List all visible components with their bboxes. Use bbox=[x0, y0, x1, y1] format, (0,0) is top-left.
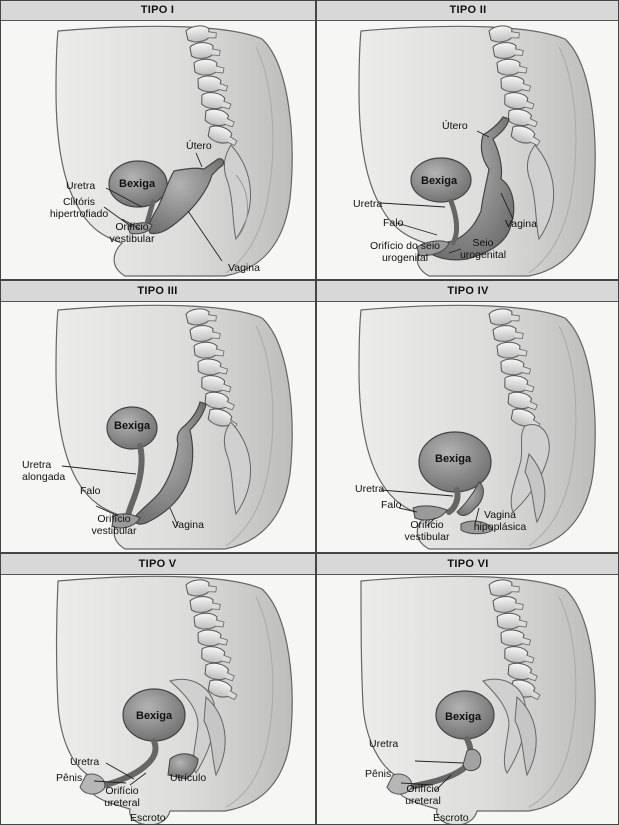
label-escroto: Escroto bbox=[433, 812, 469, 824]
panel-title: TIPO II bbox=[317, 0, 619, 21]
anatomy-illustration bbox=[0, 575, 315, 825]
label-uretra: Uretra bbox=[369, 738, 398, 750]
label-penis: Pênis bbox=[365, 768, 391, 780]
label-orificio: Orifício ureteral bbox=[94, 785, 150, 809]
label-vagina: Vagina bbox=[228, 262, 260, 274]
label-falo: Falo bbox=[383, 217, 403, 229]
panel-title: TIPO III bbox=[0, 281, 315, 302]
label-utriculo: Utrículo bbox=[170, 772, 206, 784]
label-vagina: Vagina bbox=[172, 519, 204, 531]
panel-tipo-v: TIPO V Bexiga Uretra Pênis Utrículo O bbox=[0, 554, 315, 825]
panel-title: TIPO I bbox=[0, 0, 315, 21]
label-falo: Falo bbox=[80, 485, 100, 497]
label-utero: Útero bbox=[442, 120, 468, 132]
label-bexiga: Bexiga bbox=[445, 711, 481, 723]
panel-tipo-i: TIPO I Bexiga Útero Uretra Clitóri bbox=[0, 0, 315, 279]
label-clitoris: Clitóris hipertrofiado bbox=[42, 196, 116, 220]
label-falo: Falo bbox=[381, 499, 401, 511]
panel-title: TIPO V bbox=[0, 554, 315, 575]
label-uretra: Uretra bbox=[353, 198, 382, 210]
label-bexiga: Bexiga bbox=[421, 175, 457, 187]
panel-title: TIPO VI bbox=[317, 554, 619, 575]
anatomy-illustration bbox=[317, 575, 619, 825]
label-orificio: Orifício do seio urogenital bbox=[361, 240, 449, 264]
grid-divider bbox=[315, 0, 317, 825]
label-vagina: Vagina bbox=[505, 218, 537, 230]
label-uretra: Uretra bbox=[355, 483, 384, 495]
label-orificio: Orifício vestibular bbox=[100, 221, 164, 245]
label-penis: Pênis bbox=[56, 772, 82, 784]
label-seio: Seio urogenital bbox=[455, 237, 511, 261]
label-escroto: Escroto bbox=[130, 812, 166, 824]
panel-tipo-iii: TIPO III Bexiga Uretra alongada Falo Ori… bbox=[0, 281, 315, 552]
label-orificio: Orifício vestibular bbox=[82, 513, 146, 537]
label-bexiga: Bexiga bbox=[136, 710, 172, 722]
label-orificio: Orifício ureteral bbox=[395, 783, 451, 807]
panel-tipo-vi: TIPO VI Bexiga Uretra Pênis Orifício ure… bbox=[317, 554, 619, 825]
label-vagina: Vagina hipoplásica bbox=[465, 509, 535, 533]
label-uretra: Uretra bbox=[66, 180, 95, 192]
label-uretra: Uretra bbox=[70, 756, 99, 768]
label-bexiga: Bexiga bbox=[435, 453, 471, 465]
grid-divider bbox=[0, 279, 619, 281]
label-orificio: Orifício vestibular bbox=[395, 519, 459, 543]
label-uretra: Uretra alongada bbox=[22, 459, 78, 483]
grid-divider bbox=[0, 552, 619, 554]
panel-tipo-iv: TIPO IV Bexiga Uretra Falo Vagina bbox=[317, 281, 619, 552]
label-utero: Útero bbox=[186, 140, 212, 152]
label-bexiga: Bexiga bbox=[114, 420, 150, 432]
label-bexiga: Bexiga bbox=[119, 178, 155, 190]
anatomy-illustration bbox=[0, 302, 315, 552]
panel-title: TIPO IV bbox=[317, 281, 619, 302]
panel-tipo-ii: TIPO II Útero Bexiga Uretra Falo Vagi bbox=[317, 0, 619, 279]
